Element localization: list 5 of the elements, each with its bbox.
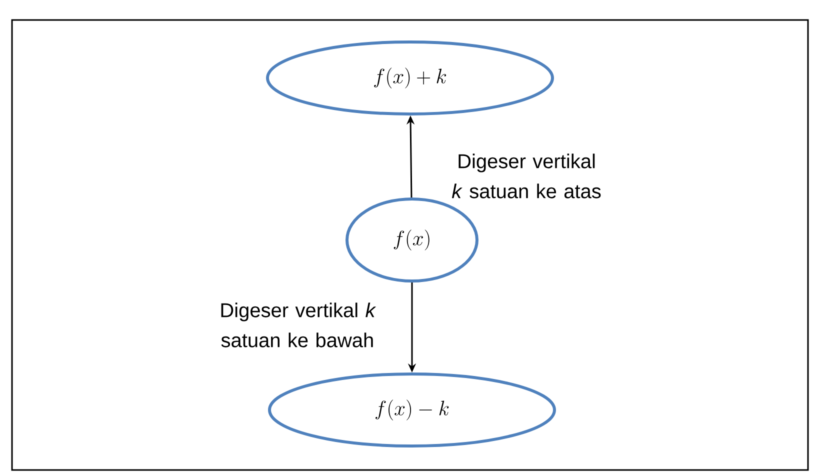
ellipse-node: $f(x)$ — [346, 198, 478, 282]
edge-label: Digeser vertikal k satuan ke bawah — [221, 302, 376, 348]
ellipse-node: $f(x)+k$ — [266, 40, 554, 116]
ellipse-node: $f(x)-k$ — [268, 372, 556, 448]
edge-label: Digeser vertikal k satuan ke atas — [452, 154, 601, 198]
